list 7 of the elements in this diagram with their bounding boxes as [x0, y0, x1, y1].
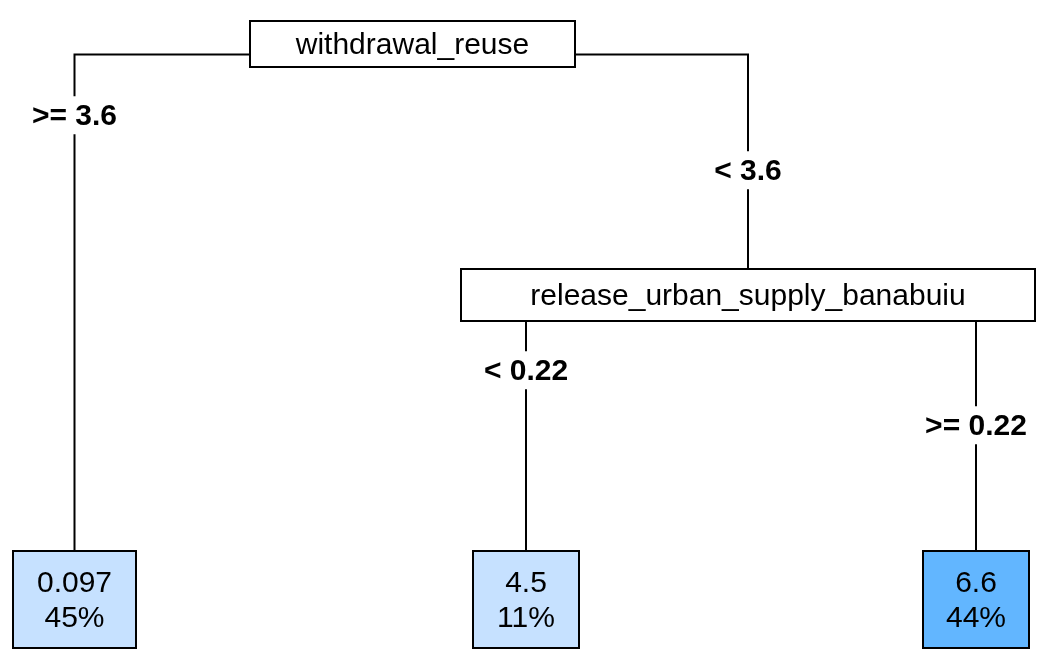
leaf-node-box: 6.6 44% — [922, 550, 1030, 649]
split-node-box: release_urban_supply_banabuiu — [460, 268, 1036, 322]
connector-line — [575, 53, 749, 269]
split-node-box: withdrawal_reuse — [249, 20, 576, 68]
leaf-node-box: 0.097 45% — [12, 550, 137, 649]
connector-line — [73, 53, 250, 551]
leaf-node-box: 4.5 11% — [472, 550, 580, 649]
